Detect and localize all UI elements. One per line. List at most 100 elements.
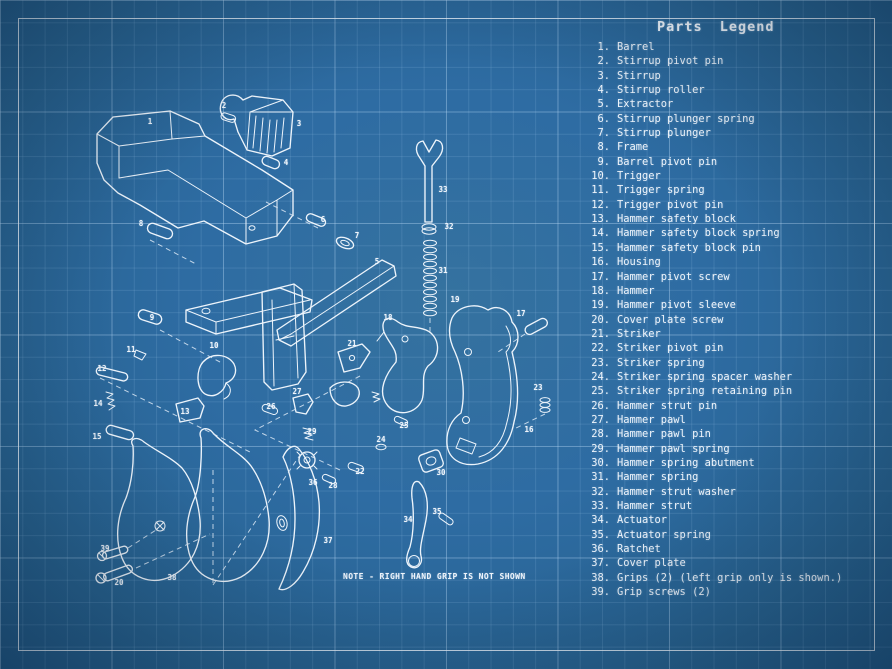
frame-drawing — [185, 283, 313, 391]
legend-item-label: Stirrup roller — [617, 84, 705, 97]
legend-item: 20. Cover plate screw — [586, 313, 886, 327]
legend-item-number: 24. — [591, 370, 610, 383]
legend-item-number: 28. — [591, 428, 610, 441]
legend-item-number: 29. — [591, 442, 610, 455]
legend-item-number: 13. — [591, 213, 610, 226]
legend-item: 29.Hammer pawl spring — [586, 442, 886, 456]
hammer-strut-drawing — [415, 139, 444, 235]
barrel-drawing — [96, 110, 294, 245]
legend-item-number: 15. — [591, 241, 610, 254]
legend-item-number: 38. — [591, 571, 610, 584]
legend-item-label: Striker spring — [617, 356, 705, 369]
housing-drawing — [406, 305, 551, 569]
legend-item-label: Hammer spring — [617, 471, 699, 484]
legend-item: 3.Stirrup — [586, 69, 886, 83]
legend-item: 13. Hammer safety block — [586, 212, 886, 226]
legend-item: 34.Actuator — [586, 513, 886, 527]
legend-item-label: Striker — [617, 327, 661, 340]
stirrup-drawing — [219, 94, 294, 170]
legend-item: 24. Striker spring spacer washer — [586, 370, 886, 384]
legend-item: 38.Grips (2) (left grip only is shown.) — [586, 571, 886, 585]
legend-item-label: Hammer strut — [617, 500, 693, 512]
hammer-drawing — [376, 317, 439, 414]
legend-item-label: Cover plate — [617, 557, 686, 570]
legend-item-number: 16. — [591, 256, 610, 269]
legend-item: 32.Hammer strut washer — [586, 485, 886, 499]
legend-item-number: 14. — [591, 227, 610, 240]
legend-item: 30.Hammer spring abutment — [586, 456, 886, 470]
legend-item-number: 36. — [591, 543, 610, 556]
legend-item-label: Hammer spring abutment — [617, 456, 755, 469]
legend-item-number: 23. — [591, 356, 610, 369]
assembly-dash-lines — [99, 201, 546, 586]
legend-item-label: Hammer — [617, 284, 655, 297]
legend-item-label: Hammer strut pin — [617, 399, 718, 412]
legend-item: 36. Ratchet — [586, 542, 886, 556]
legend-item-label: Barrel pivot pin — [617, 155, 718, 168]
legend-item-number: 35. — [591, 528, 610, 541]
legend-item-label: Trigger spring — [617, 184, 705, 197]
parts-legend-title: Parts Legend — [657, 19, 775, 35]
legend-item: 28.Hammer pawl pin — [586, 427, 886, 441]
legend-item-number: 3. — [597, 69, 610, 82]
small-pins-top — [146, 213, 355, 250]
diagram-note: NOTE - RIGHT HAND GRIP IS NOT SHOWN — [343, 572, 526, 581]
trigger-drawing — [95, 309, 237, 441]
legend-item-number: 1. — [597, 41, 610, 53]
legend-item-number: 6. — [597, 112, 610, 125]
legend-item-number: 31. — [591, 471, 610, 484]
legend-item-number: 33. — [591, 500, 610, 512]
legend-item-number: 21. — [591, 327, 610, 340]
cover-plate-drawing — [186, 428, 321, 591]
actuator-spring-drawing — [438, 512, 454, 526]
legend-item-label: Housing — [617, 256, 661, 269]
legend-item-label: Cover plate screw — [617, 313, 724, 326]
legend-item-number: 20. — [591, 313, 610, 326]
legend-item-number: 32. — [591, 485, 610, 498]
legend-item: 2.Stirrup pivot pin — [586, 54, 886, 68]
legend-item-label: Hammer pawl — [617, 413, 686, 426]
legend-item-number: 8. — [597, 141, 610, 154]
legend-item-label: Hammer safety block spring — [617, 227, 780, 240]
legend-item: 15.Hammer safety block pin — [586, 241, 886, 255]
legend-item: 26.Hammer strut pin — [586, 399, 886, 413]
legend-item-number: 27. — [591, 413, 610, 426]
legend-item-number: 10. — [591, 170, 610, 183]
legend-item-label: Ratchet — [617, 543, 661, 556]
legend-item-label: Frame — [617, 141, 649, 154]
actuator-drawing — [406, 480, 428, 569]
legend-item: 11.Trigger spring — [586, 183, 886, 197]
legend-item-label: Trigger pivot pin — [617, 198, 724, 211]
legend-item-label: Striker pivot pin — [617, 342, 724, 355]
legend-item-label: Trigger — [617, 170, 661, 183]
legend-item-number: 17. — [591, 270, 610, 283]
legend-item-number: 7. — [597, 127, 610, 140]
legend-item: 7.Stirrup plunger — [586, 126, 886, 140]
grip-drawing — [116, 437, 201, 581]
hammer-spring-abutment-drawing — [418, 449, 444, 473]
stirrup-roller-drawing — [261, 155, 281, 170]
legend-item-label: Stirrup plunger spring — [617, 112, 755, 125]
legend-item-number: 25. — [591, 385, 610, 398]
legend-item: 16. Housing — [586, 255, 886, 269]
legend-item-number: 12. — [591, 198, 610, 211]
legend-item: 10. Trigger — [586, 169, 886, 183]
legend-item: 1. Barrel — [586, 40, 886, 54]
legend-item: 4.Stirrup roller — [586, 83, 886, 97]
legend-item-label: Hammer safety block — [617, 213, 736, 226]
hammer-spring-drawing — [423, 239, 437, 317]
grip-screws-drawing — [95, 545, 134, 584]
legend-item: 17.Hammer pivot screw — [586, 270, 886, 284]
legend-item: 23. Striker spring — [586, 356, 886, 370]
legend-item-label: Striker spring spacer washer — [617, 370, 793, 383]
legend-item-number: 5. — [597, 98, 610, 111]
legend-item: 31. Hammer spring — [586, 470, 886, 484]
legend-item: 27. Hammer pawl — [586, 413, 886, 427]
legend-item-number: 19. — [591, 299, 610, 312]
legend-item-label: Extractor — [617, 98, 674, 111]
legend-item-label: Barrel — [617, 41, 655, 53]
legend-item: 14. Hammer safety block spring — [586, 226, 886, 240]
legend-item-label: Actuator spring — [617, 528, 711, 541]
